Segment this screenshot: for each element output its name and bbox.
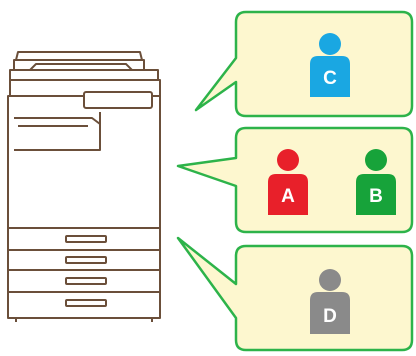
person-head xyxy=(319,269,341,291)
person-body xyxy=(356,174,396,215)
person-head xyxy=(319,33,341,55)
multifunction-printer-icon xyxy=(7,51,161,322)
person-body xyxy=(310,292,350,334)
person-icon: A xyxy=(268,149,308,215)
scanner-top xyxy=(9,69,159,81)
person-head xyxy=(365,149,387,171)
person-icon: D xyxy=(310,269,350,334)
control-panel xyxy=(83,91,153,109)
paper-tray-handle xyxy=(65,277,107,285)
document-feeder xyxy=(15,51,143,61)
paper-tray-handle xyxy=(65,256,107,264)
person-icon: B xyxy=(356,149,396,215)
person-head xyxy=(277,149,299,171)
feeder-tray xyxy=(29,63,133,71)
person-icon: C xyxy=(310,33,350,97)
user-letter: B xyxy=(369,186,383,207)
person-body xyxy=(310,56,350,97)
user-letter: C xyxy=(323,68,337,89)
person-body xyxy=(268,174,308,215)
user-letter: A xyxy=(281,186,295,207)
speech-balloon-c xyxy=(194,10,414,118)
output-tray xyxy=(14,117,101,151)
paper-tray-handle xyxy=(65,235,107,243)
speech-balloon-d xyxy=(176,236,414,352)
user-letter: D xyxy=(323,306,337,327)
paper-tray-handle xyxy=(65,299,107,307)
